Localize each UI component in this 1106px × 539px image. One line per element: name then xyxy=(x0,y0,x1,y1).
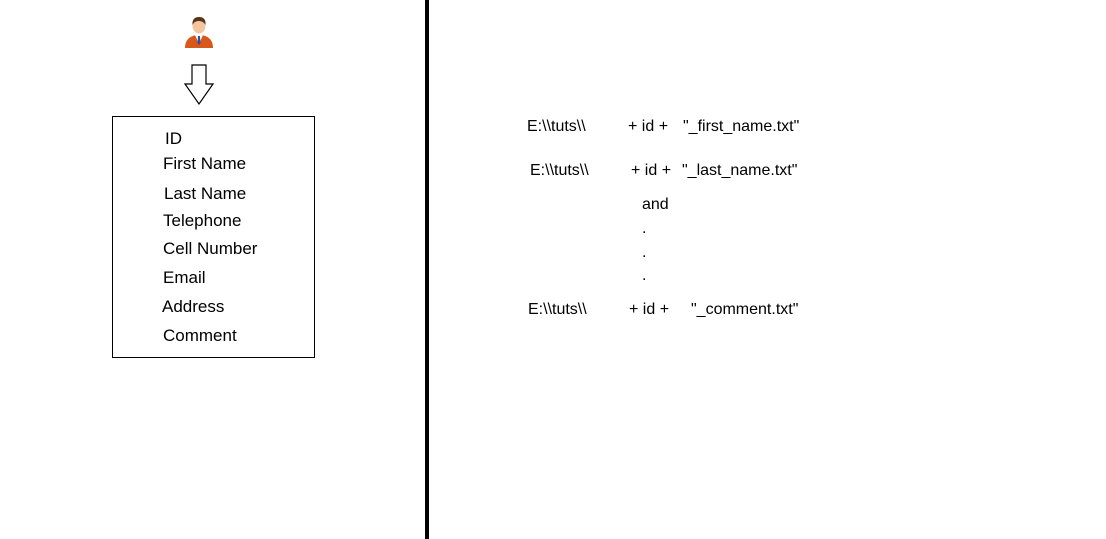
field-cell-number: Cell Number xyxy=(163,239,258,258)
ellipsis-dot-1: . xyxy=(642,220,647,237)
path-suffix-last: "_last_name.txt" xyxy=(682,162,798,179)
ellipsis-dot-2: . xyxy=(642,244,647,261)
path-dir-comment: E:\\tuts\\ xyxy=(528,301,587,318)
user-icon xyxy=(185,17,213,48)
path-dir-last: E:\\tuts\\ xyxy=(530,162,589,179)
path-plus-id-first: + id + xyxy=(628,118,669,135)
field-last-name: Last Name xyxy=(164,184,247,203)
down-arrow-icon xyxy=(184,64,214,106)
ellipsis-dot-3: . xyxy=(642,267,647,284)
vertical-divider xyxy=(425,0,429,539)
path-plus-id-comment: + id + xyxy=(629,301,670,318)
field-comment: Comment xyxy=(163,326,237,345)
fields-box xyxy=(112,116,315,358)
and-label: and xyxy=(642,196,669,213)
field-address: Address xyxy=(162,297,225,316)
path-suffix-comment: "_comment.txt" xyxy=(691,301,799,318)
path-suffix-first: "_first_name.txt" xyxy=(683,118,800,135)
path-dir-first: E:\\tuts\\ xyxy=(527,118,586,135)
field-id: ID xyxy=(165,129,182,148)
field-first-name: First Name xyxy=(163,154,247,173)
field-email: Email xyxy=(163,268,206,287)
field-telephone: Telephone xyxy=(163,211,242,230)
path-plus-id-last: + id + xyxy=(631,162,672,179)
